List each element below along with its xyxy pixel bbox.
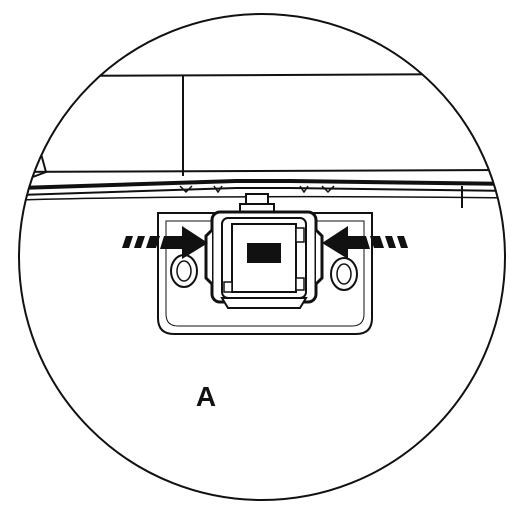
connector-stem <box>239 193 275 215</box>
right-press-arrow-icon <box>322 226 408 259</box>
left-press-arrow-icon <box>122 226 208 259</box>
screw-hole-right <box>330 257 358 291</box>
detail-content <box>19 73 505 335</box>
screw-hole-left <box>170 254 198 288</box>
release-latch <box>247 243 281 263</box>
callout-label: A <box>196 381 216 412</box>
release-clip <box>204 210 324 309</box>
bezel-notches <box>179 185 335 194</box>
mounting-bracket-inner <box>165 220 365 327</box>
